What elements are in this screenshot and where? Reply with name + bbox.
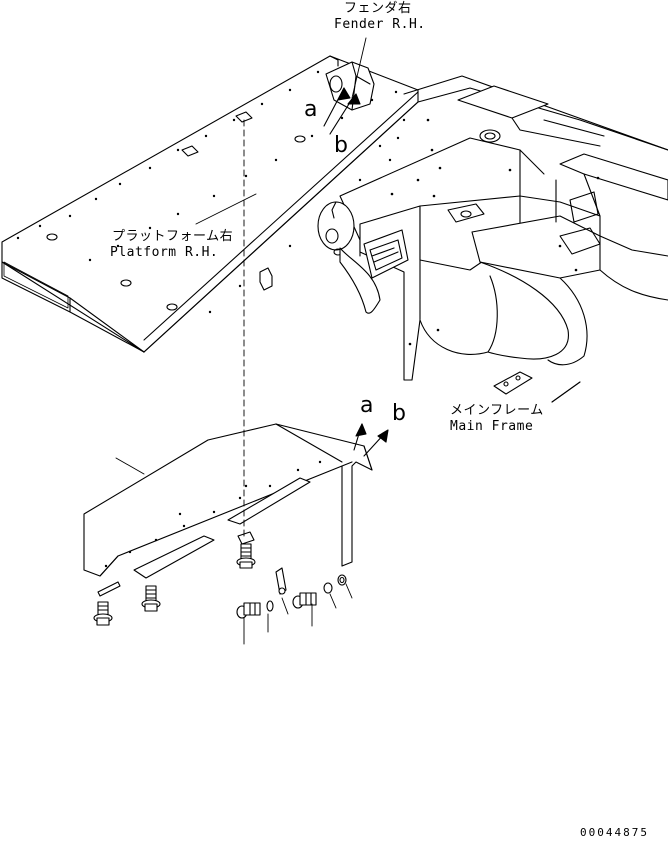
- main-frame-bolt-dots: [390, 118, 600, 346]
- fender-label-en: Fender R.H.: [334, 17, 426, 32]
- direction-arrows: [323, 87, 389, 457]
- bolt-3: [93, 581, 121, 626]
- bolt-1: [236, 531, 256, 569]
- main-frame-label-jp: メインフレーム: [450, 403, 544, 418]
- marker-b-top: b: [334, 133, 349, 158]
- leader-lines: [115, 37, 581, 645]
- fender: [83, 423, 373, 579]
- fender-bracket: [325, 61, 375, 111]
- marker-b-bottom: b: [392, 401, 407, 426]
- marker-a-top: a: [304, 97, 318, 122]
- platform-label-jp: プラットフォーム右: [112, 229, 234, 244]
- marker-a-bottom: a: [360, 393, 374, 418]
- fender-label-jp: フェンダ右: [344, 1, 412, 16]
- platform-bolt-dots: [16, 70, 406, 314]
- main-frame: [317, 75, 668, 403]
- bolt-2: [141, 585, 161, 612]
- platform-plate: [1, 55, 419, 353]
- bolt-5: [292, 574, 347, 609]
- main-frame-label-en: Main Frame: [450, 419, 534, 434]
- bolt-4: [236, 567, 287, 619]
- drawing-number: 00044875: [580, 826, 649, 839]
- platform-label-en: Platform R.H.: [110, 245, 219, 260]
